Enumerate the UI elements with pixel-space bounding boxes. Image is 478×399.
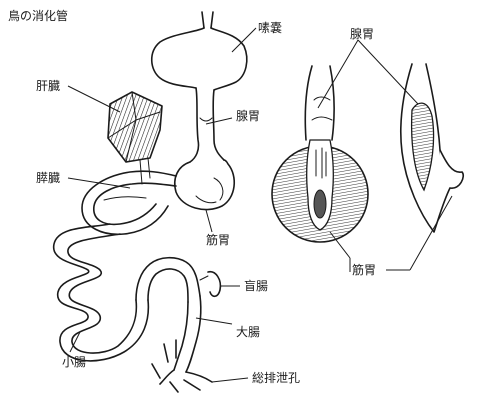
leader-proventriculus bbox=[206, 118, 232, 124]
figure-title: 鳥の消化管 bbox=[8, 10, 68, 22]
small-intestine bbox=[54, 224, 149, 361]
label-cecum: 盲腸 bbox=[244, 280, 268, 292]
section-proventriculus-round bbox=[305, 66, 334, 140]
label-section-proventriculus: 腺胃 bbox=[350, 28, 374, 40]
leader-crop bbox=[232, 28, 256, 52]
liver bbox=[108, 92, 162, 162]
ileum bbox=[136, 258, 200, 302]
label-proventriculus: 腺胃 bbox=[236, 110, 260, 122]
label-cloaca: 総排泄孔 bbox=[252, 372, 300, 384]
leader-cloaca bbox=[212, 378, 248, 382]
leader-gizzard bbox=[206, 210, 212, 232]
cecum bbox=[200, 272, 220, 297]
label-pancreas: 膵臓 bbox=[36, 172, 60, 184]
leader-large-intestine bbox=[196, 318, 232, 324]
section-gizzard-round bbox=[272, 140, 368, 242]
leader-liver bbox=[68, 86, 120, 112]
proventriculus bbox=[190, 88, 224, 162]
label-crop: 嗉嚢 bbox=[258, 22, 282, 34]
large-intestine bbox=[174, 296, 201, 372]
label-gizzard: 筋胃 bbox=[206, 234, 230, 246]
label-section-gizzard: 筋胃 bbox=[352, 264, 376, 276]
section-side-view bbox=[401, 64, 464, 232]
gizzard bbox=[175, 160, 234, 210]
label-large-intestine: 大腸 bbox=[236, 326, 260, 338]
esophagus bbox=[202, 12, 213, 28]
crop bbox=[152, 28, 247, 90]
label-small-intestine: 小腸 bbox=[62, 356, 86, 368]
leader-section-proventriculus bbox=[318, 40, 418, 108]
label-liver: 肝臓 bbox=[36, 80, 60, 92]
leader-pancreas bbox=[68, 178, 130, 188]
duodenum-and-pancreas bbox=[82, 171, 176, 234]
